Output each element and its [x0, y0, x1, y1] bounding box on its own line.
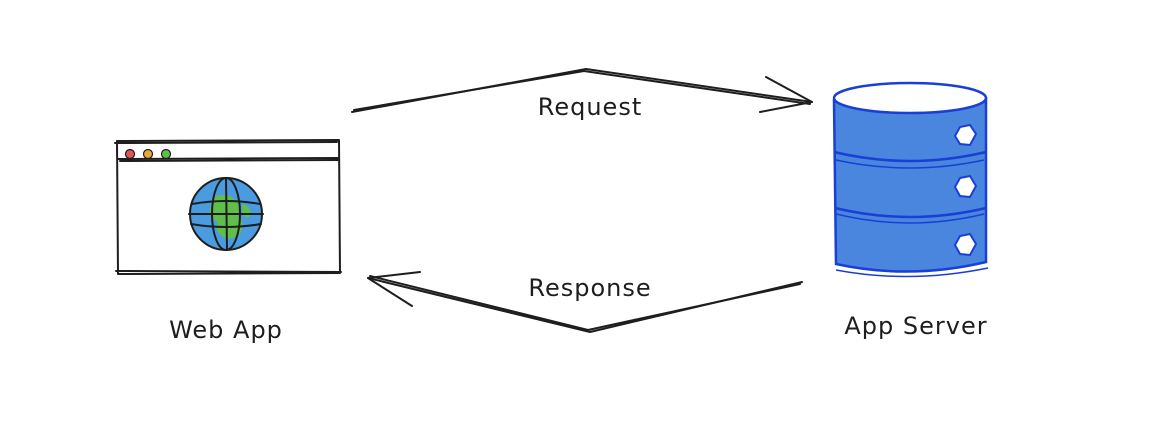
response-label: Response	[528, 274, 651, 302]
server-database-icon	[832, 81, 989, 278]
server-indicator-3	[953, 232, 978, 257]
server-indicator-2	[953, 174, 978, 199]
response-arrow: Response	[367, 271, 803, 333]
window-maximize-dot	[160, 148, 172, 160]
web-app-label: Web App	[169, 316, 283, 344]
window-close-dot	[124, 148, 136, 160]
globe-icon	[188, 177, 264, 251]
app-server-node: App Server	[832, 81, 989, 340]
request-arrow: Request	[351, 68, 813, 121]
request-label: Request	[538, 93, 643, 121]
browser-window-icon	[114, 139, 342, 275]
window-minimize-dot	[142, 148, 154, 160]
web-app-node: Web App	[114, 139, 342, 344]
app-server-label: App Server	[844, 312, 987, 340]
server-indicator-1	[953, 123, 978, 147]
